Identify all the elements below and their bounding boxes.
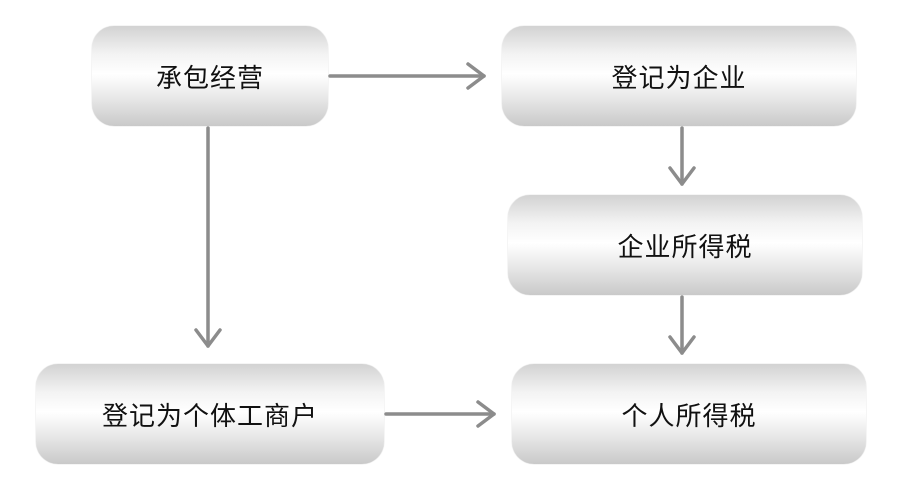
node-register-as-enterprise: 登记为企业 — [502, 26, 856, 126]
node-enterprise-income-tax: 企业所得税 — [508, 195, 862, 295]
arrow-individual-to-personal-tax — [384, 400, 496, 428]
arrow-contract-to-individual — [194, 126, 222, 348]
arrow-contract-to-enterprise — [328, 62, 486, 90]
node-label: 登记为企业 — [611, 63, 747, 94]
node-label: 承包经营 — [155, 63, 264, 94]
node-label: 登记为个体工商户 — [101, 401, 318, 432]
node-register-as-individual-business: 登记为个体工商户 — [36, 364, 384, 464]
arrow-enterprise-to-enterprise-tax — [668, 126, 696, 186]
node-contract-operation: 承包经营 — [92, 26, 328, 126]
node-personal-income-tax: 个人所得税 — [512, 364, 866, 464]
node-label: 企业所得税 — [617, 232, 753, 263]
node-label: 个人所得税 — [621, 401, 757, 432]
arrow-enterprise-tax-to-personal-tax — [668, 295, 696, 355]
